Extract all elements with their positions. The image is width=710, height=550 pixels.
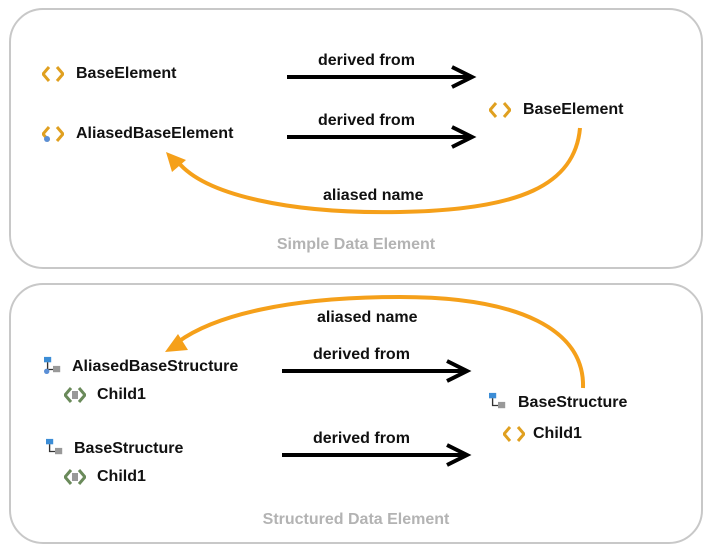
aliased-data-element-icon <box>42 126 64 142</box>
aliased-name-label: aliased name <box>317 309 418 326</box>
derived-arrow-4 <box>282 443 472 467</box>
derived-arrow-3 <box>282 359 472 383</box>
aliased-structure-icon <box>44 356 61 374</box>
aliased-structure-child[interactable]: Child1 <box>97 386 146 403</box>
structure-icon <box>46 438 63 455</box>
aliased-name-label: aliased name <box>323 187 424 204</box>
aliased-base-structure[interactable]: AliasedBaseStructure <box>72 358 239 375</box>
alias-arrow-structured <box>165 294 586 389</box>
structured-data-element-panel: Structured Data Element <box>9 283 703 544</box>
simple-item-base-element[interactable]: BaseElement <box>76 65 177 82</box>
alias-arrow-simple <box>166 127 582 215</box>
child-element-icon <box>64 387 86 403</box>
derived-arrow-1 <box>287 65 477 89</box>
structured-panel-caption: Structured Data Element <box>262 511 450 528</box>
base-structure-target[interactable]: BaseStructure <box>518 394 628 411</box>
child-element-icon <box>64 469 86 485</box>
simple-target-base-element[interactable]: BaseElement <box>523 101 624 118</box>
derived-from-label: derived from <box>318 112 415 129</box>
base-structure-left-child[interactable]: Child1 <box>97 468 146 485</box>
derived-arrow-2 <box>287 125 477 149</box>
base-structure-target-child[interactable]: Child1 <box>533 425 582 442</box>
data-element-icon <box>42 66 64 82</box>
derived-from-label: derived from <box>313 430 410 447</box>
simple-item-aliased-base-element[interactable]: AliasedBaseElement <box>76 125 234 142</box>
data-element-icon <box>489 102 511 118</box>
simple-panel-caption: Simple Data Element <box>276 236 436 253</box>
derived-from-label: derived from <box>318 52 415 69</box>
structure-icon <box>489 392 506 409</box>
derived-from-label: derived from <box>313 346 410 363</box>
base-structure-left[interactable]: BaseStructure <box>74 440 184 457</box>
data-element-icon <box>503 426 525 442</box>
